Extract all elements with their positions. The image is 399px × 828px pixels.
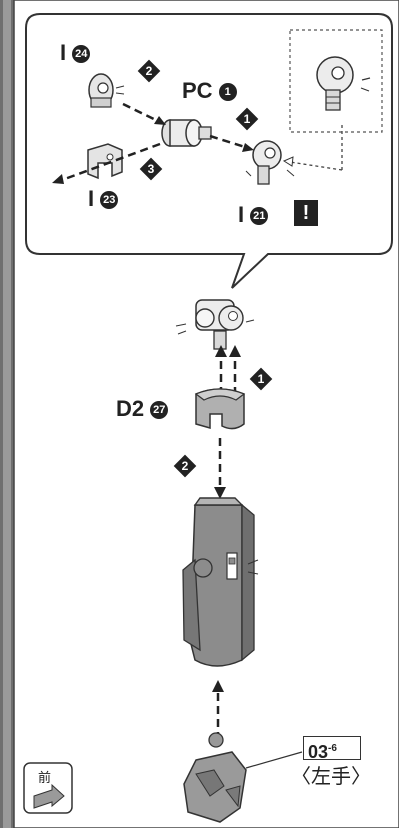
number-circle: 21 (250, 207, 269, 226)
reference-sub: -6 (328, 743, 337, 754)
assembled-joint-part (175, 299, 255, 350)
front-label: 前 (38, 771, 52, 786)
step-1-upper: 1 (235, 107, 259, 131)
detail-inset (289, 29, 383, 133)
part-pc1-shape (161, 119, 212, 147)
step-3-upper: 3 (139, 157, 163, 181)
part-d2-shape (194, 388, 246, 430)
hand-part (183, 732, 247, 823)
warning-icon: ! (294, 200, 318, 226)
reference-code-box: 03-6 (303, 736, 361, 762)
part-i24-shape (88, 73, 125, 108)
number-circle: 23 (100, 191, 119, 210)
step-2-upper: 2 (137, 59, 161, 83)
inset-joint-part (316, 56, 371, 111)
hand-label: 〈左手〉 (291, 764, 371, 788)
part-letter: I (60, 40, 67, 65)
front-arrow-icon (33, 783, 65, 809)
part-letter: I (238, 202, 245, 227)
part-i21-shape (245, 140, 295, 185)
number-circle: 24 (72, 45, 91, 64)
number-circle: 1 (218, 83, 237, 102)
reference-code: 03 (308, 742, 329, 762)
step-1-lower: 1 (249, 367, 273, 391)
hand-leader-line (245, 751, 303, 769)
label-i21: I 21 (238, 202, 269, 227)
label-i23: I 23 (88, 186, 119, 211)
part-letter: I (88, 186, 95, 211)
part-letter: PC (182, 78, 213, 103)
label-pc1: PC 1 (182, 80, 237, 102)
label-i24: I 24 (60, 40, 91, 65)
arm-block-part (182, 497, 259, 667)
page-border (13, 0, 399, 828)
step-2-lower: 2 (173, 454, 197, 478)
part-letter: D2 (116, 396, 145, 421)
part-i23-shape (87, 143, 123, 180)
number-circle: 27 (150, 401, 169, 420)
label-d2-27: D2 27 (116, 396, 169, 421)
